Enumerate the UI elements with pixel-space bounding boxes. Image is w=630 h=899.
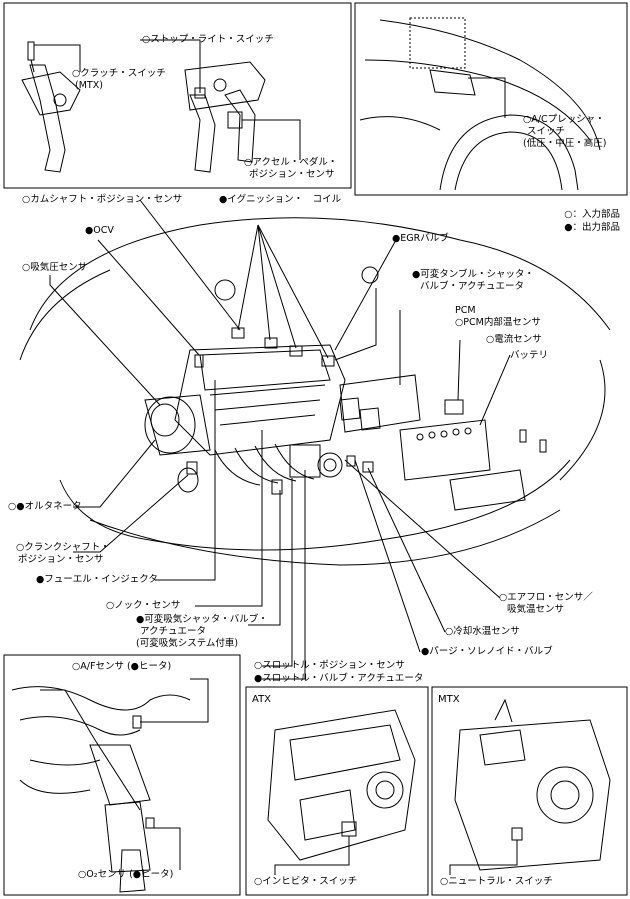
inhibitor-switch-label: ○インヒビタ・スイッチ	[254, 876, 358, 887]
battery-label: バッテリ	[510, 350, 549, 361]
stop-light-switch-label: ○ストップ・ライト・スイッチ	[142, 34, 274, 45]
vis-actuator-label: アクチュエータ	[140, 626, 207, 637]
pedal-assembly-drawing	[21, 41, 266, 173]
af-sensor-leader-line	[140, 678, 209, 723]
atx-transmission-drawing	[267, 709, 416, 861]
accel-pedal-label: ○アクセル・ペダル・	[244, 157, 338, 168]
current-sensor-label: ○電流センサ	[486, 334, 542, 345]
fuel-injector-label: ●フューエル・インジェクタ	[36, 574, 158, 585]
legend-output: ●：出力部品	[564, 222, 620, 233]
egr-valve-label: ●EGRバルブ	[392, 233, 449, 244]
pedal-leader-lines	[34, 39, 301, 160]
vis-equipped-note: (可変吸気システム付車)	[136, 638, 239, 649]
airflow-sensor-label: ○エアフロ・センサ／	[499, 592, 593, 603]
o2-sensor-label: ○O₂センサ (●ヒータ)	[78, 869, 174, 880]
camshaft-position-sensor-label: ○カムシャフト・ポジション・センサ	[22, 194, 183, 205]
ac-switch-leader-line	[468, 77, 506, 118]
af-sensor-label: ○A/Fセンサ (●ヒータ)	[72, 661, 172, 672]
exhaust-manifold-drawing	[11, 686, 191, 893]
inhibitor-switch-leader-line	[274, 836, 350, 875]
alternator-label: ○●オルタネータ	[8, 501, 82, 512]
vis-valve-label: ●可変吸気シャッタ・バルブ・	[136, 614, 268, 625]
tumble-actuator-label: バルブ・アクチュエータ	[420, 281, 525, 292]
ac-pressure-switch-label: ○A/Cプレッシャ・	[523, 114, 605, 125]
purge-solenoid-label: ●パージ・ソレノイド・バルブ	[421, 646, 553, 657]
ac-pressure-switch-label-2: スイッチ	[527, 126, 566, 137]
mtx-transmission-drawing	[454, 698, 611, 871]
engine-bay-drawing	[19, 217, 611, 566]
legend-input: ○：入力部品	[564, 209, 620, 220]
main-leader-lines	[49, 199, 511, 680]
mtx-title: MTX	[438, 694, 460, 705]
legend: ○：入力部品 ●：出力部品	[564, 208, 620, 234]
ignition-coil-label: ●イグニッション・ コイル	[219, 194, 342, 205]
exhaust-inset-frame	[3, 654, 241, 896]
knock-sensor-label: ○ノック・センサ	[106, 600, 181, 611]
intake-air-temp-label: 吸気温センサ	[507, 604, 565, 615]
coolant-temp-sensor-label: ○冷却水温センサ	[445, 626, 520, 637]
crankshaft-sensor-label: ○クランクシャフト・	[16, 542, 110, 553]
clutch-switch-mtx-label: (MTX)	[75, 80, 103, 91]
clutch-switch-label: ○クラッチ・スイッチ	[72, 68, 166, 79]
neutral-switch-label: ○ニュートラル・スイッチ	[440, 876, 553, 887]
ocv-label: ●OCV	[85, 225, 114, 236]
ac-pressure-switch-ranges: (低圧・中圧・高圧)	[523, 138, 607, 149]
throttle-position-sensor-label: ○スロットル・ポジション・センサ	[254, 660, 405, 671]
pedal-inset-frame	[3, 2, 352, 189]
atx-title: ATX	[252, 694, 272, 705]
map-sensor-label: ○吸気圧センサ	[22, 262, 88, 273]
throttle-actuator-label: ●スロットル・バルブ・アクチュエータ	[254, 673, 424, 684]
neutral-switch-leader-line	[449, 840, 518, 875]
mtx-inset-frame	[431, 686, 628, 896]
ac-inset-frame	[354, 2, 628, 196]
atx-inset-frame	[245, 686, 429, 896]
car-front-drawing	[359, 17, 601, 191]
accel-pedal-position-label: ポジション・センサ	[249, 169, 335, 180]
pcm-label: PCM	[455, 305, 476, 316]
tumble-valve-label: ●可変タンブル・シャッタ・	[412, 269, 535, 280]
pcm-temp-sensor-label: ○PCM内部温センサ	[455, 317, 541, 328]
o2-sensor-leader-line	[150, 827, 181, 870]
crankshaft-sensor-label-2: ポジション・センサ	[18, 554, 104, 565]
